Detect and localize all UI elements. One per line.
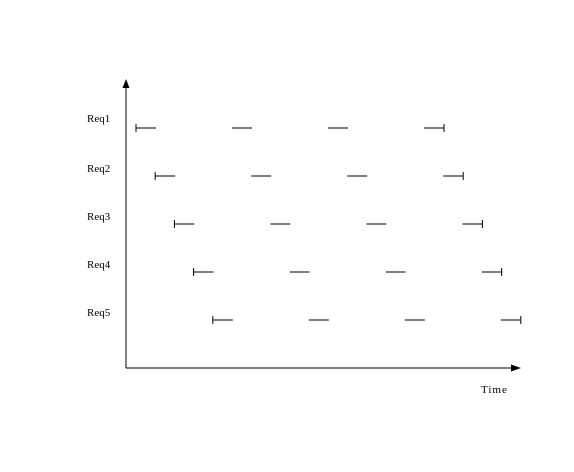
x-axis-arrowhead (511, 364, 521, 372)
row-label-req3: Req3 (87, 211, 111, 223)
row-label-req5: Req5 (87, 307, 111, 319)
timeline-segments (135, 124, 522, 324)
row-label-req4: Req4 (87, 259, 111, 271)
row-label-req1: Req1 (87, 113, 110, 125)
row-label-req2: Req2 (87, 163, 110, 175)
y-axis-arrowhead (122, 79, 130, 88)
x-axis-label: Time (481, 384, 508, 396)
